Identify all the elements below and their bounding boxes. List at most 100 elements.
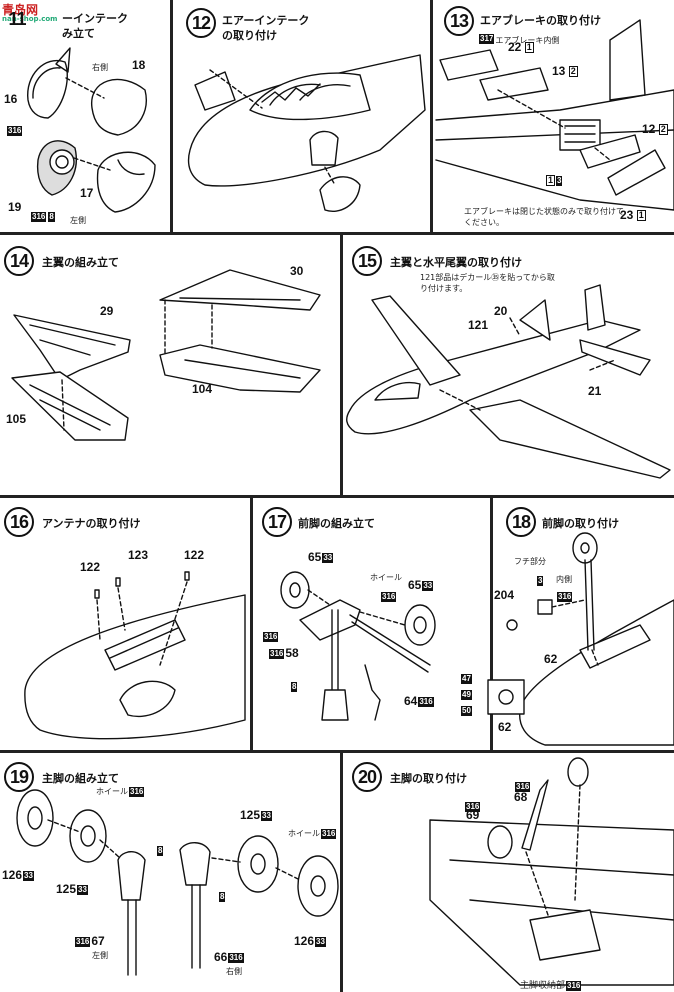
step-11-title: ーインテーク (62, 12, 128, 25)
step-19-drawing (16, 789, 339, 976)
part-20: 20 (494, 304, 508, 318)
part-204: 204 (494, 588, 515, 602)
divider-col-c (340, 232, 343, 495)
step-15-title: 主翼と水平尾翼の取り付け (390, 256, 522, 269)
step-12-title-line2: の取り付け (222, 29, 277, 42)
divider-col-a (170, 0, 173, 232)
step-20-title: 主脚の取り付け (390, 772, 467, 785)
step-17-title: 前脚の組み立て (298, 517, 375, 530)
step-11-number: 11 (8, 9, 26, 29)
step-13-title: エアブレーキの取り付け (480, 14, 601, 27)
part-30: 30 (290, 264, 304, 278)
divider-col-b (430, 0, 433, 232)
step-13-drawing (435, 19, 674, 211)
code-316-a: 316 (7, 125, 23, 136)
code-8-a: 8 (157, 845, 164, 856)
step-17-drawing (280, 571, 436, 721)
code-8-b: 8 (219, 891, 226, 902)
step-16-title: アンテナの取り付け (42, 517, 141, 530)
label-left-side: 左側 (70, 216, 86, 225)
step-18-title: 前脚の取り付け (542, 517, 619, 530)
code-3: 3 (537, 575, 544, 586)
step-19-title: 主脚の組み立て (42, 772, 119, 785)
part-12: 12 2 (642, 122, 668, 136)
code-316: 316 (557, 591, 573, 602)
part-21: 21 (588, 384, 602, 398)
part-69: 69 (466, 808, 480, 822)
part-16: 16 (4, 92, 18, 106)
divider-row-3 (0, 750, 674, 753)
part-62-a: 62 (544, 652, 558, 666)
code-8: 8 (291, 681, 298, 692)
label-right-side: 右側 (92, 63, 108, 72)
code-316-a: 316 (515, 781, 531, 792)
step-17-number: 17 (262, 507, 292, 537)
step-14-number: 14 (4, 246, 34, 276)
step-20-drawing (429, 757, 674, 986)
part-17: 17 (80, 186, 94, 200)
label-wheel: ホイール (370, 573, 402, 582)
step-20-number: 20 (352, 762, 382, 792)
part-13: 13 2 (552, 64, 578, 78)
code-316-a: 316 (381, 591, 397, 602)
label-inner: 内側 (556, 575, 572, 584)
divider-col-f (340, 750, 343, 992)
part-105: 105 (6, 412, 27, 426)
watermark-url: nan-shop.com (2, 15, 58, 23)
step-12-drawing (187, 54, 426, 212)
step-12-number: 12 (186, 8, 216, 38)
part-18: 18 (132, 58, 146, 72)
part-121: 121 (468, 318, 489, 332)
step-14-drawing (11, 269, 321, 441)
step-18-number: 18 (506, 507, 536, 537)
part-122-a: 122 (80, 560, 101, 574)
step-16-number: 16 (4, 507, 34, 537)
step-16-drawing (24, 571, 246, 740)
step-14-title: 主翼の組み立て (42, 256, 119, 269)
step-15-drawing (346, 284, 671, 479)
code-316-b: 316 (465, 801, 481, 812)
code-316-b: 316 (263, 631, 279, 642)
part-104: 104 (192, 382, 213, 396)
label-right-side: 右側 (226, 967, 242, 976)
label-rim: フチ部分 (514, 557, 546, 566)
step-13-note: エアブレーキは閉じた状態のみで取り付けてください。 (464, 207, 624, 227)
watermark-logo: 青岛网 (2, 3, 39, 17)
part-123: 123 (128, 548, 149, 562)
step-13-number: 13 (444, 6, 474, 36)
step-15-note: 121部品はデカール㉟を貼ってから取り付けます。 (420, 273, 555, 293)
step-19-number: 19 (4, 762, 34, 792)
part-122-b: 122 (184, 548, 205, 562)
step-11-drawing (27, 47, 156, 213)
divider-col-d (250, 495, 253, 750)
step-12-title-line1: エアーインテーク (222, 14, 310, 27)
part-22: 22 1 (508, 40, 534, 54)
step-15-number: 15 (352, 246, 382, 276)
part-68: 68 (514, 790, 528, 804)
divider-row-2 (0, 495, 674, 498)
label-left-side: 左側 (92, 951, 108, 960)
part-29: 29 (100, 304, 114, 318)
divider-row-1 (0, 232, 674, 235)
part-23: 23 1 (620, 208, 646, 222)
step-11-title-line2: み立て (62, 27, 95, 40)
part-19: 19 (8, 200, 22, 214)
step-18-drawing (487, 532, 674, 746)
